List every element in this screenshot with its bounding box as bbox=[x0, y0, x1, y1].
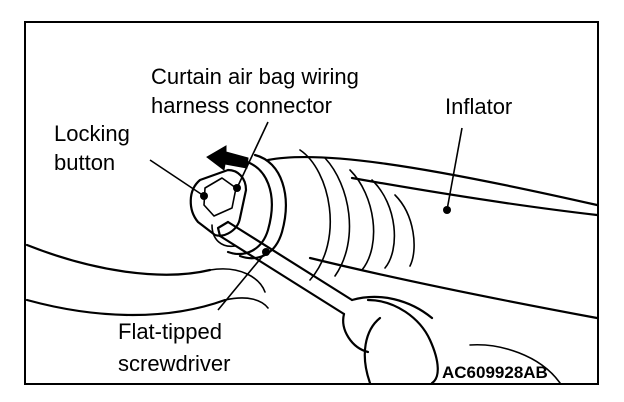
label-screwdriver-line2: screwdriver bbox=[118, 351, 230, 376]
flat-tipped-screwdriver bbox=[216, 220, 561, 385]
harness-connector bbox=[189, 153, 287, 260]
dot-locking-button bbox=[200, 192, 208, 200]
leader-lines bbox=[149, 121, 463, 311]
label-inflator: Inflator bbox=[445, 94, 512, 119]
leader-curtain-connector bbox=[236, 121, 269, 189]
label-curtain-line1: Curtain air bag wiring bbox=[151, 64, 359, 89]
label-screwdriver-line1: Flat-tipped bbox=[118, 319, 222, 344]
label-curtain-line2: harness connector bbox=[151, 93, 332, 118]
dot-screwdriver bbox=[262, 248, 270, 256]
label-locking-line1: Locking bbox=[54, 121, 130, 146]
leader-screwdriver bbox=[217, 251, 267, 311]
leader-inflator bbox=[446, 127, 463, 211]
wiring-harness bbox=[25, 243, 269, 317]
dot-inflator bbox=[443, 206, 451, 214]
label-locking-line2: button bbox=[54, 150, 115, 175]
pull-direction-arrow bbox=[206, 145, 249, 171]
leader-locking-button bbox=[149, 159, 205, 197]
figure-code: AC609928AB bbox=[442, 363, 548, 382]
dot-curtain-connector bbox=[233, 184, 241, 192]
figure-frame bbox=[24, 21, 599, 385]
inflator-body bbox=[266, 149, 599, 320]
leader-dots bbox=[200, 184, 451, 256]
